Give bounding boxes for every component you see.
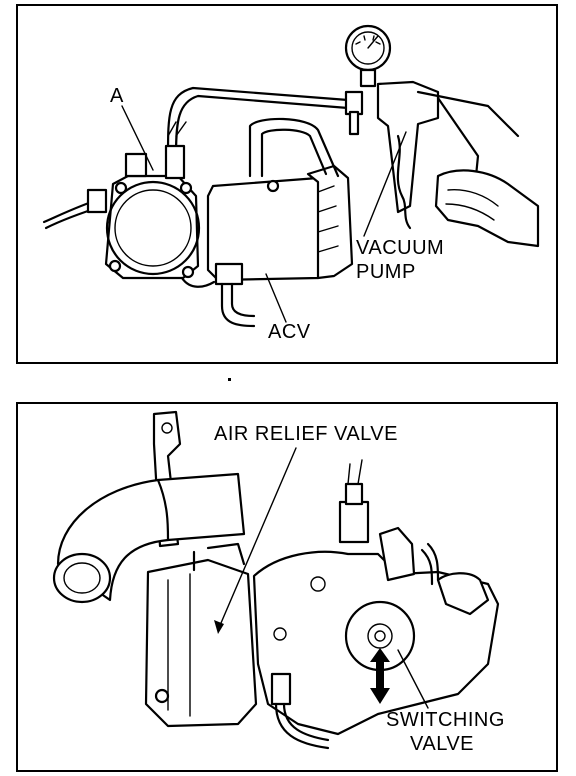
switching-valve-arrow-icon (370, 648, 390, 704)
acv-cover (306, 164, 354, 280)
label-air-relief-valve: AIR RELIEF VALVE (214, 423, 398, 445)
vacuum-pump-body (376, 80, 440, 214)
leader-vacuum-pump (363, 131, 407, 237)
hose-connector (344, 90, 364, 116)
pipe-opening (52, 552, 112, 604)
wire-bottom (274, 702, 330, 750)
top-figure-panel: A VACUUM PUMP ACV (16, 4, 558, 364)
label-switching-valve-line2: VALVE (410, 733, 475, 755)
vacuum-hose (166, 86, 350, 158)
label-switching-valve-line1: SWITCHING (386, 709, 505, 731)
switching-valve-drawing (52, 410, 500, 750)
solenoid-body (338, 500, 370, 544)
stray-mark (228, 378, 231, 381)
leader-acv (265, 273, 287, 323)
bottom-figure-panel: AIR RELIEF VALVE SWITCHING VALVE (16, 402, 558, 772)
hose-nozzle (348, 110, 360, 136)
solenoid-top (164, 144, 186, 180)
label-a: A (110, 85, 124, 107)
label-vacuum-pump-line2: PUMP (356, 261, 416, 283)
label-vacuum-pump-line1: VACUUM (356, 237, 445, 259)
leader-switching-valve (397, 649, 429, 709)
valve-flange (105, 180, 201, 276)
acv-tube (248, 117, 340, 178)
acv-vacuum-test-drawing (42, 24, 540, 328)
leader-air-relief-valve (217, 447, 297, 631)
air-relief-valve-body (144, 558, 258, 728)
leader-a (121, 105, 154, 171)
label-acv: ACV (268, 321, 311, 343)
gauge-stem (359, 68, 377, 88)
hand (434, 169, 540, 248)
